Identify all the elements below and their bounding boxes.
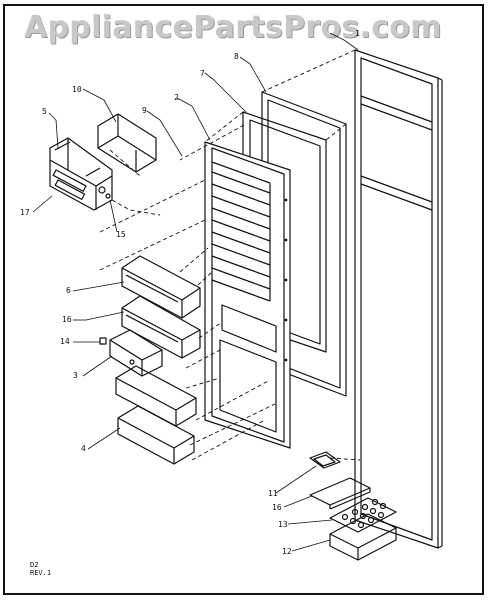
callout-11: 11 xyxy=(268,489,278,498)
leader-lines xyxy=(32,32,359,552)
door-bin-4b-part xyxy=(117,405,195,465)
door-bin-6-part xyxy=(121,255,201,319)
alignment-dashes xyxy=(99,49,361,461)
callout-16-ice: 16 xyxy=(272,503,282,512)
callout-16-bin: 16 xyxy=(62,315,72,324)
callout-1: 1 xyxy=(355,29,360,38)
dairy-door-part xyxy=(97,113,157,173)
callout-6: 6 xyxy=(66,286,71,295)
ice-cube-tray-part xyxy=(329,497,397,533)
callout-3: 3 xyxy=(73,371,78,380)
door-bin-16-part xyxy=(121,295,201,359)
revision-label: REV.1 xyxy=(30,569,52,577)
callout-17: 17 xyxy=(20,208,30,217)
door-bin-4a-part xyxy=(115,365,197,427)
shelf-retainer-part xyxy=(99,329,163,377)
ice-bin-part xyxy=(329,513,397,561)
watermark: AppliancePartsPros.com xyxy=(24,10,442,45)
callout-13: 13 xyxy=(278,520,288,529)
callout-2: 2 xyxy=(174,93,179,102)
callout-9: 9 xyxy=(142,106,147,115)
diagram-code: D2 xyxy=(30,561,39,569)
door-panel-part xyxy=(354,49,443,549)
diagram-footer: D2 REV.1 xyxy=(30,561,51,577)
callout-15: 15 xyxy=(116,230,126,239)
ice-scoop-part xyxy=(309,451,341,469)
ice-tray-cover-part xyxy=(309,477,371,510)
callout-5: 5 xyxy=(42,107,47,116)
inner-door-liner-part xyxy=(204,141,291,449)
callout-7: 7 xyxy=(200,69,205,78)
diagram-frame xyxy=(3,4,484,595)
callout-12: 12 xyxy=(282,547,292,556)
callout-14: 14 xyxy=(60,337,70,346)
callout-8: 8 xyxy=(234,52,239,61)
callout-4: 4 xyxy=(81,444,86,453)
callout-10: 10 xyxy=(72,85,82,94)
dairy-compartment-part xyxy=(49,137,113,211)
